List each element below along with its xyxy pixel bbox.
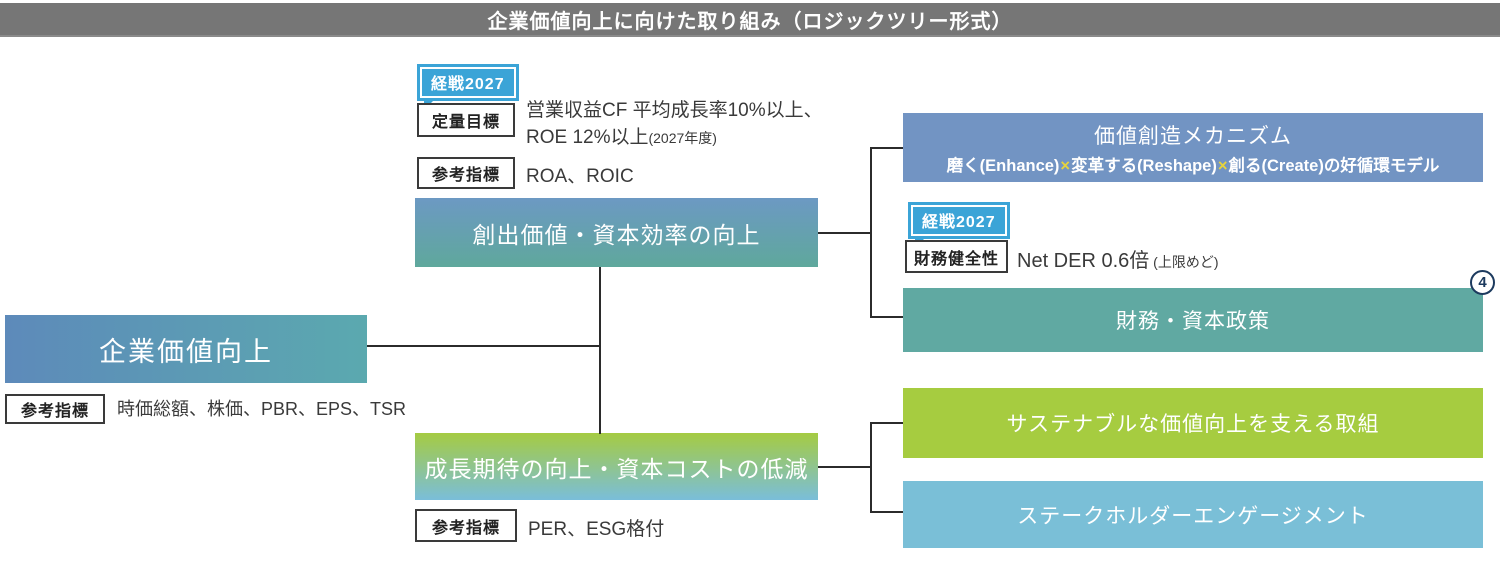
finance-box-label: 財務・資本政策 (1116, 310, 1270, 333)
reference-metric-top-value: ROA、ROIC (526, 166, 634, 187)
connector-bottom-branch-horizontal (818, 466, 872, 468)
strategy-2027-badge-finance: 経戦2027 (908, 202, 1010, 248)
connector-top-branch-horizontal (818, 232, 872, 234)
reference-metric-tag-top: 参考指標 (417, 157, 515, 189)
root-box-corporate-value: 企業価値向上 (5, 315, 367, 383)
mechanism-title: 価値創造メカニズム (1094, 124, 1292, 148)
page-title: 企業価値向上に向けた取り組み（ロジックツリー形式） (487, 10, 1013, 33)
reference-metric-bottom-value: PER、ESG格付 (528, 519, 665, 540)
financial-soundness-note: (上限めど) (1149, 254, 1219, 270)
connector-right-top-vertical (870, 147, 872, 318)
reference-metric-tag-bottom: 参考指標 (415, 509, 517, 542)
quantitative-target-line2-note: (2027年度) (648, 130, 717, 146)
root-box-label: 企業価値向上 (99, 336, 273, 367)
mechanism-subtitle: 磨く(Enhance)×変革する(Reshape)×創る(Create)の好循環… (947, 152, 1440, 176)
strategy-2027-badge-finance-label: 経戦2027 (911, 205, 1007, 236)
connector-to-finance (870, 316, 903, 318)
leaf-box-stakeholder-engagement: ステークホルダーエンゲージメント (903, 481, 1483, 548)
mechanism-sub-enhance: 磨く(Enhance) (946, 156, 1060, 175)
page-title-bar: 企業価値向上に向けた取り組み（ロジックツリー形式） (0, 3, 1500, 37)
mechanism-sub-create: 創る(Create)の好循環モデル (1228, 156, 1440, 175)
strategy-2027-badge-top-label: 経戦2027 (420, 67, 516, 98)
quantitative-target-line1: 営業収益CF 平均成長率10%以上、 (526, 100, 823, 121)
root-metric-value: 時価総額、株価、PBR、EPS、TSR (117, 399, 407, 419)
cross-mark-icon: × (1060, 156, 1071, 175)
leaf-box-value-creation-mechanism: 価値創造メカニズム 磨く(Enhance)×変革する(Reshape)×創る(C… (903, 113, 1483, 182)
branch-bottom-label: 成長期待の向上・資本コストの低減 (424, 455, 809, 482)
quantitative-target-tag-label: 定量目標 (431, 114, 500, 131)
connector-to-mechanism (870, 147, 903, 149)
financial-soundness-tag-label: 財務健全性 (913, 250, 999, 268)
quantitative-target-line2: ROE 12%以上(2027年度) (526, 124, 823, 152)
financial-soundness-tag: 財務健全性 (905, 240, 1008, 273)
circled-number-4-badge: 4 (1470, 270, 1495, 295)
connector-right-bottom-vertical (870, 422, 872, 513)
financial-soundness-value: Net DER 0.6倍 (1017, 250, 1150, 272)
reference-metric-tag-bottom-label: 参考指標 (431, 519, 500, 537)
connector-root-horizontal (367, 345, 600, 347)
leaf-box-financial-capital-policy: 財務・資本政策 (903, 288, 1483, 352)
branch-box-value-capital-efficiency: 創出価値・資本効率の向上 (415, 198, 818, 267)
connector-to-stakeholder (870, 511, 903, 513)
mechanism-sub-reshape: 変革する(Reshape) (1071, 156, 1217, 175)
quantitative-target-line2-main: ROE 12%以上 (526, 127, 649, 148)
quantitative-target-text: 営業収益CF 平均成長率10%以上、 ROE 12%以上(2027年度) (526, 97, 823, 152)
branch-top-label: 創出価値・資本効率の向上 (472, 221, 761, 248)
cross-mark-icon: × (1217, 156, 1228, 175)
root-metric-tag-label: 参考指標 (20, 403, 89, 420)
quantitative-target-tag: 定量目標 (417, 103, 515, 137)
reference-metric-tag-top-label: 参考指標 (431, 167, 500, 184)
leaf-box-sustainable-initiatives: サステナブルな価値向上を支える取組 (903, 388, 1483, 458)
stakeholder-box-label: ステークホルダーエンゲージメント (1017, 504, 1369, 528)
root-metric-tag: 参考指標 (5, 394, 105, 424)
financial-soundness-text: Net DER 0.6倍 (上限めど) (1017, 244, 1218, 273)
connector-to-sustainability (870, 422, 903, 424)
connector-mid-vertical (599, 267, 601, 434)
branch-box-growth-expectation: 成長期待の向上・資本コストの低減 (415, 433, 818, 500)
strategy-2027-badge-top: 経戦2027 (417, 64, 519, 110)
circled-number-4-label: 4 (1478, 274, 1487, 291)
sustainability-box-label: サステナブルな価値向上を支える取組 (1006, 413, 1380, 436)
